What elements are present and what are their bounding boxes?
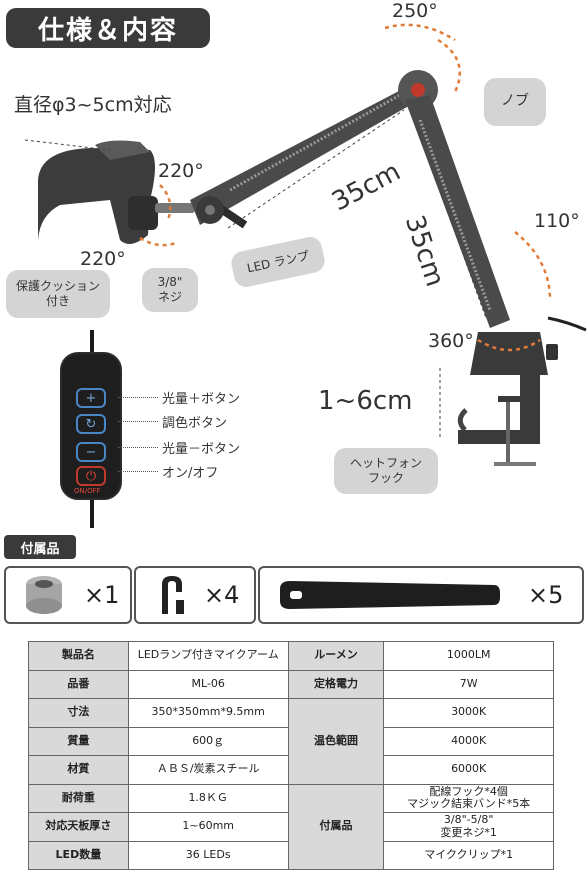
spec-value: 7W xyxy=(383,669,554,699)
leader-line xyxy=(118,421,158,422)
table-row: 材質 ＡＢＳ/炭素スチール 6000K xyxy=(28,755,554,785)
accessory-cable-hook: ×4 xyxy=(134,566,256,624)
accessory-qty: ×1 xyxy=(84,581,120,609)
spec-key: 品番 xyxy=(28,669,129,699)
spec-value: 配線フック*4個 マジック結束バンド*5本 xyxy=(383,783,554,813)
angle-base-label: 360° xyxy=(428,330,474,352)
velcro-strap-icon xyxy=(280,581,500,609)
color-temp-button[interactable]: ↻ xyxy=(76,414,106,434)
remote-cable-bottom xyxy=(90,500,94,528)
leader-line xyxy=(118,471,158,472)
spec-value: 1000LM xyxy=(383,641,554,671)
table-row: 製品名 LEDランプ付きマイクアーム ルーメン 1000LM xyxy=(28,641,554,671)
accessory-qty: ×4 xyxy=(204,581,240,609)
spec-value: 4000K xyxy=(383,726,554,756)
upper-arm xyxy=(190,80,428,229)
spec-value: 1.8ＫＧ xyxy=(127,783,289,813)
angle-clip-label: 220° xyxy=(80,248,126,270)
hook-label-2: フック xyxy=(367,471,404,485)
screw-callout: 3/8" ネジ xyxy=(142,268,198,312)
accessory-screw-adapter: ×1 xyxy=(4,566,132,624)
cable-hook-icon xyxy=(162,576,184,614)
leader-line xyxy=(118,397,158,398)
table-row: 寸法 350*350mm*9.5mm 温色範囲 3000K xyxy=(28,698,554,785)
remote-label-power: オン/オフ xyxy=(162,466,219,481)
led-label: LED ランプ xyxy=(245,248,311,275)
spec-value: 3/8"-5/8" 変更ネジ*1 xyxy=(383,812,554,842)
spec-value: 36 LEDs xyxy=(127,840,289,870)
spec-table: 製品名 LEDランプ付きマイクアーム ルーメン 1000LM 品番 ML-06 … xyxy=(28,641,554,870)
brightness-up-button[interactable]: + xyxy=(76,388,106,408)
knob-label: ノブ xyxy=(501,93,529,110)
spec-value: 1~60mm xyxy=(127,812,289,842)
remote-controller: + ↻ − ⏻ ON/OFF xyxy=(60,352,122,500)
spec-value: 3000K xyxy=(383,698,554,728)
diameter-label: 直径φ3~5cm対応 xyxy=(14,94,172,116)
table-row: 質量 600ｇ 4000K xyxy=(28,726,554,756)
knob-callout: ノブ xyxy=(484,78,546,126)
mic-clip-icon xyxy=(38,140,158,244)
spec-key: 材質 xyxy=(28,755,129,785)
table-row: 対応天板厚さ 1~60mm 3/8"-5/8" 変更ネジ*1 xyxy=(28,812,554,842)
hook-callout: ヘットフォン フック xyxy=(334,448,438,494)
accessory-velcro-strap: ×5 xyxy=(258,566,584,624)
spec-key: 質量 xyxy=(28,726,129,756)
spec-value: 600ｇ xyxy=(127,726,289,756)
spec-value: ML-06 xyxy=(127,669,289,699)
remote-label-plus: 光量＋ボタン xyxy=(162,392,241,407)
hook-label-1: ヘットフォン xyxy=(349,456,422,470)
section-title: 仕様＆内容 xyxy=(6,8,210,48)
spec-key: 寸法 xyxy=(28,698,129,728)
power-button[interactable]: ⏻ xyxy=(76,466,106,486)
brightness-down-button[interactable]: − xyxy=(76,442,106,462)
spec-key: ルーメン xyxy=(287,641,385,671)
spec-key: 定格電力 xyxy=(287,669,385,699)
table-row: 耐荷重 1.8ＫＧ 付属品 配線フック*4個 マジック結束バンド*5本 xyxy=(28,783,554,870)
spec-key: LED数量 xyxy=(28,840,129,870)
remote-label-color: 調色ボタン xyxy=(162,416,228,431)
spec-value: 6000K xyxy=(383,755,554,785)
spec-value: マイククリップ*1 xyxy=(383,840,554,870)
accessory-qty: ×5 xyxy=(528,581,564,609)
mic-arm-illustration xyxy=(24,23,587,466)
spec-key: 耐荷重 xyxy=(28,783,129,813)
spec-value: 350*350mm*9.5mm xyxy=(127,698,289,728)
angle-mic-label: 220° xyxy=(158,160,204,182)
remote-label-minus: 光量－ボタン xyxy=(162,442,241,457)
table-row: LED数量 36 LEDs マイククリップ*1 xyxy=(28,840,554,870)
screw-label-1: 3/8" xyxy=(157,275,183,289)
spec-key: 温色範囲 xyxy=(287,698,385,785)
angle-top-label: 250° xyxy=(392,0,438,22)
clamp-range-label: 1~6cm xyxy=(318,386,413,416)
spec-key: 付属品 xyxy=(287,783,385,870)
screw-label-2: ネジ xyxy=(157,290,182,304)
angle-right-label: 110° xyxy=(534,210,580,232)
cushion-label-1: 保護クッション xyxy=(15,279,100,293)
cushion-label-2: 付き xyxy=(45,294,70,308)
lower-arm xyxy=(405,95,510,328)
table-row: 品番 ML-06 定格電力 7W xyxy=(28,669,554,699)
accessories-title: 付属品 xyxy=(4,535,76,559)
remote-cable-top xyxy=(90,330,94,354)
spec-key: 対応天板厚さ xyxy=(28,812,129,842)
desk-clamp xyxy=(457,332,558,466)
spec-value: LEDランプ付きマイクアーム xyxy=(127,641,289,671)
leader-line xyxy=(118,447,158,448)
spec-key: 製品名 xyxy=(28,641,129,671)
screw-icon xyxy=(155,203,195,213)
screw-adapter-icon xyxy=(26,576,62,614)
spec-value: ＡＢＳ/炭素スチール xyxy=(127,755,289,785)
power-caption: ON/OFF xyxy=(74,487,101,495)
cushion-callout: 保護クッション 付き xyxy=(6,270,110,318)
